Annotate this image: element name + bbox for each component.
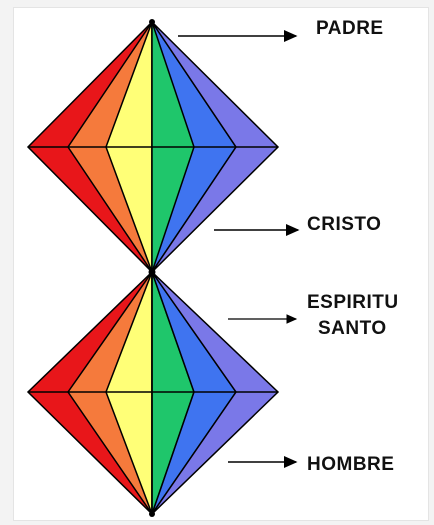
upper-apex-dot xyxy=(149,19,155,25)
lower-apex-dot xyxy=(149,511,155,517)
lower-diamond xyxy=(28,269,278,518)
cristo-label: CRISTO xyxy=(307,214,381,236)
santo-label: SANTO xyxy=(318,318,387,340)
espiritu-label: ESPIRITU xyxy=(307,292,399,314)
middle-junction-dot xyxy=(149,269,156,276)
hombre-label: HOMBRE xyxy=(307,454,394,476)
padre-label: PADRE xyxy=(316,18,384,40)
upper-diamond xyxy=(28,19,278,272)
